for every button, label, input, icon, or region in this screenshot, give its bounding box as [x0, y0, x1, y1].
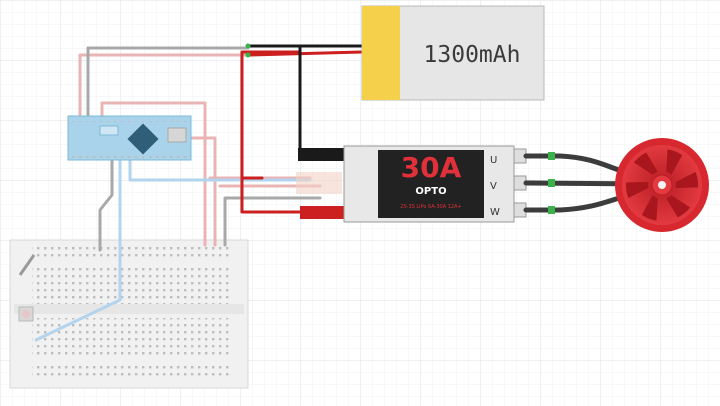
esc-black-plug[interactable]	[298, 148, 344, 161]
red-wire-loop[interactable]	[240, 50, 302, 214]
blue-wire-button[interactable]	[34, 158, 122, 342]
pink-wire-right[interactable]	[188, 136, 217, 247]
brushless-motor[interactable]	[615, 138, 709, 232]
junction-dot	[245, 52, 251, 58]
resistor-lead	[18, 254, 36, 276]
motor-vent	[675, 171, 698, 189]
esc-phase-u: U	[490, 155, 497, 166]
esc-phase-v: V	[490, 181, 497, 192]
motor-vent	[666, 149, 683, 175]
usb-port-icon	[167, 127, 187, 143]
motor-vent	[626, 181, 649, 199]
connector-dot	[548, 206, 555, 214]
battery-cap	[362, 6, 400, 100]
pink-wire-top[interactable]	[78, 53, 250, 132]
connector-dot	[548, 152, 555, 160]
blue-wire-esc[interactable]	[128, 158, 312, 182]
motor-vent	[666, 195, 691, 218]
red-wire-battery[interactable]	[248, 50, 364, 57]
esc-phase-w: W	[490, 207, 500, 218]
esc-red-plug[interactable]	[300, 206, 344, 219]
junction-dot	[245, 43, 251, 49]
esc-spec-label: 2S-3S LiPo 6A-30A 12A+	[400, 204, 461, 210]
esc-signal-plug[interactable]	[296, 172, 342, 194]
motor-shaft-icon	[658, 181, 666, 189]
button-cap-icon	[22, 310, 30, 318]
esc-label-panel	[378, 150, 484, 218]
breadboard[interactable]	[9, 239, 249, 389]
lipo-battery[interactable]: 1300mAh	[361, 5, 545, 101]
pink-wire-mid[interactable]	[100, 101, 207, 247]
junctions	[245, 43, 251, 58]
gray-wire-esc[interactable]	[223, 196, 322, 247]
motor-vent	[633, 152, 658, 175]
connector-dot	[548, 179, 555, 187]
gray-wire-top[interactable]	[86, 46, 250, 132]
motor-spokes	[626, 149, 698, 221]
microcontroller-chip	[127, 123, 159, 155]
battery-capacity-label: 1300mAh	[424, 42, 521, 68]
esc[interactable]: 30A OPTO 2S-3S LiPo 6A-30A 12A+ U V W	[343, 145, 527, 223]
arduino-nano[interactable]	[67, 115, 192, 161]
motor-vent	[641, 195, 658, 221]
esc-rating-label: 30A	[401, 151, 462, 184]
signal-wires	[34, 44, 364, 342]
gray-wire-left[interactable]	[98, 158, 114, 252]
esc-brand-label: OPTO	[415, 186, 446, 197]
